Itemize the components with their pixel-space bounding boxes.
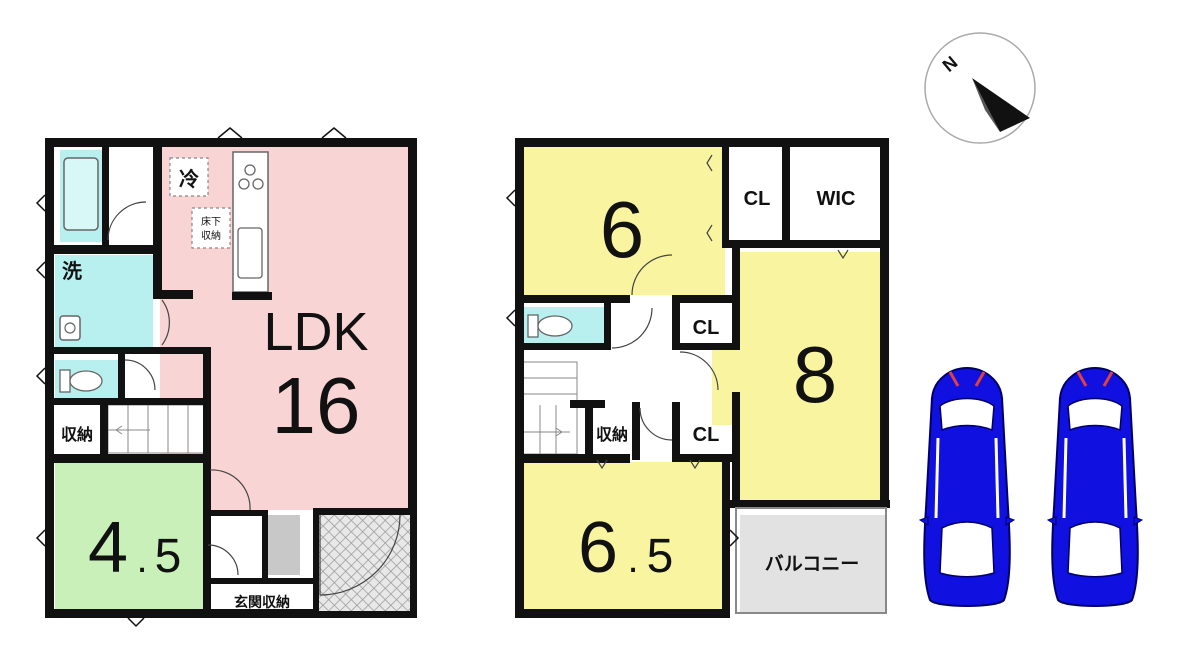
- washbasin: [59, 315, 81, 341]
- room-8-label: 8: [793, 330, 838, 419]
- door-swings-2f: [596, 154, 849, 470]
- room-6: [522, 145, 725, 295]
- balcony: [740, 515, 885, 612]
- washitsu-size-big: 4: [88, 508, 128, 588]
- laundry-label: 洗: [62, 260, 82, 283]
- stairs-1f: [107, 404, 207, 454]
- room-6-label: 6: [600, 185, 645, 274]
- storage-label-1f: 収納: [61, 425, 93, 444]
- floor-2: 6 8 6 . 5 CL WIC CL CL 収納 バルコニー: [505, 138, 890, 618]
- ldk-label: LDK: [263, 302, 368, 362]
- car-icon: [918, 366, 1016, 607]
- ldk-size: 16: [272, 361, 361, 450]
- closet-label-3: CL: [693, 424, 720, 446]
- door-swings-1f: [107, 201, 401, 596]
- balcony-label: バルコニー: [765, 553, 860, 575]
- stairs-2f: [521, 361, 578, 455]
- fridge-space: [169, 157, 209, 197]
- compass-icon: N: [924, 32, 1036, 144]
- closet-label-2: CL: [693, 317, 720, 339]
- shoe-closet: [268, 515, 300, 575]
- storage-label-2f: 収納: [596, 425, 628, 444]
- walls-1f: [45, 138, 417, 618]
- washitsu-size-dot: .: [136, 537, 147, 581]
- washitsu-size-small: 5: [155, 530, 182, 583]
- windows-2f: [505, 141, 885, 615]
- room-6-5: [522, 462, 724, 612]
- entrance-storage-label: 玄関収納: [234, 594, 290, 610]
- underfloor-label-2: 収納: [201, 229, 221, 242]
- room-6-5-big: 6: [578, 508, 618, 588]
- room-8: [740, 252, 882, 507]
- bathtub: [63, 157, 99, 231]
- fridge-label: 冷: [179, 167, 199, 191]
- underfloor-storage: [191, 207, 231, 249]
- room-6-5-dot: .: [627, 537, 638, 581]
- washitsu-room: [55, 462, 205, 612]
- windows-1f: [35, 127, 414, 628]
- entrance-hatch-cross: [318, 515, 413, 612]
- car-icon: [1046, 366, 1144, 607]
- closet-label-1: CL: [744, 188, 771, 210]
- floor-1: 冷 床下 収納 洗 収納 玄関収納 LDK 16 4 . 5: [35, 127, 417, 628]
- wic-label: WIC: [817, 188, 856, 210]
- room-6-5-small: 5: [647, 530, 674, 583]
- ldk-lower: [210, 355, 412, 510]
- underfloor-label-1: 床下: [201, 215, 221, 228]
